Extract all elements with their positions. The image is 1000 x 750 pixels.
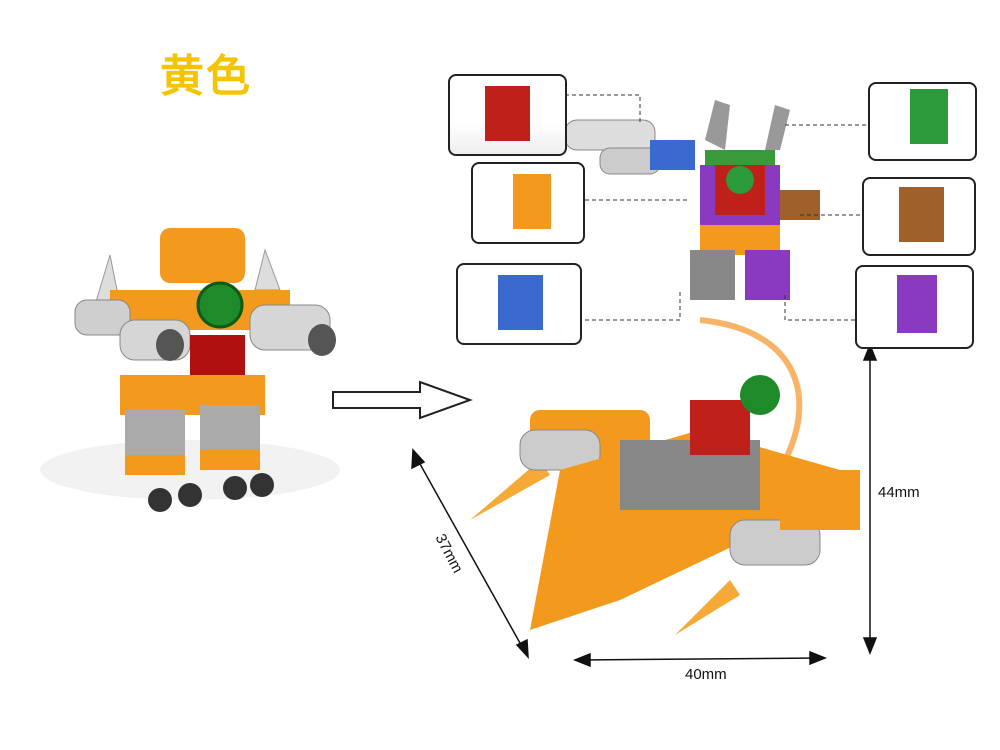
variant-purple bbox=[855, 265, 974, 349]
variant-orange bbox=[471, 162, 585, 244]
robot-figure bbox=[40, 228, 340, 512]
variant-blue bbox=[456, 263, 582, 345]
variant-red bbox=[448, 74, 567, 156]
transform-arrow bbox=[332, 380, 473, 420]
dimension-lines bbox=[411, 342, 878, 668]
color-title: 黄色 bbox=[160, 51, 252, 102]
combined-robot bbox=[564, 100, 820, 300]
variant-green bbox=[868, 82, 977, 161]
spaceship bbox=[470, 317, 860, 635]
variant-brown bbox=[862, 177, 976, 256]
height-label: 44mm bbox=[878, 484, 920, 501]
width-label: 40mm bbox=[685, 666, 727, 683]
connector-lines bbox=[565, 94, 870, 321]
